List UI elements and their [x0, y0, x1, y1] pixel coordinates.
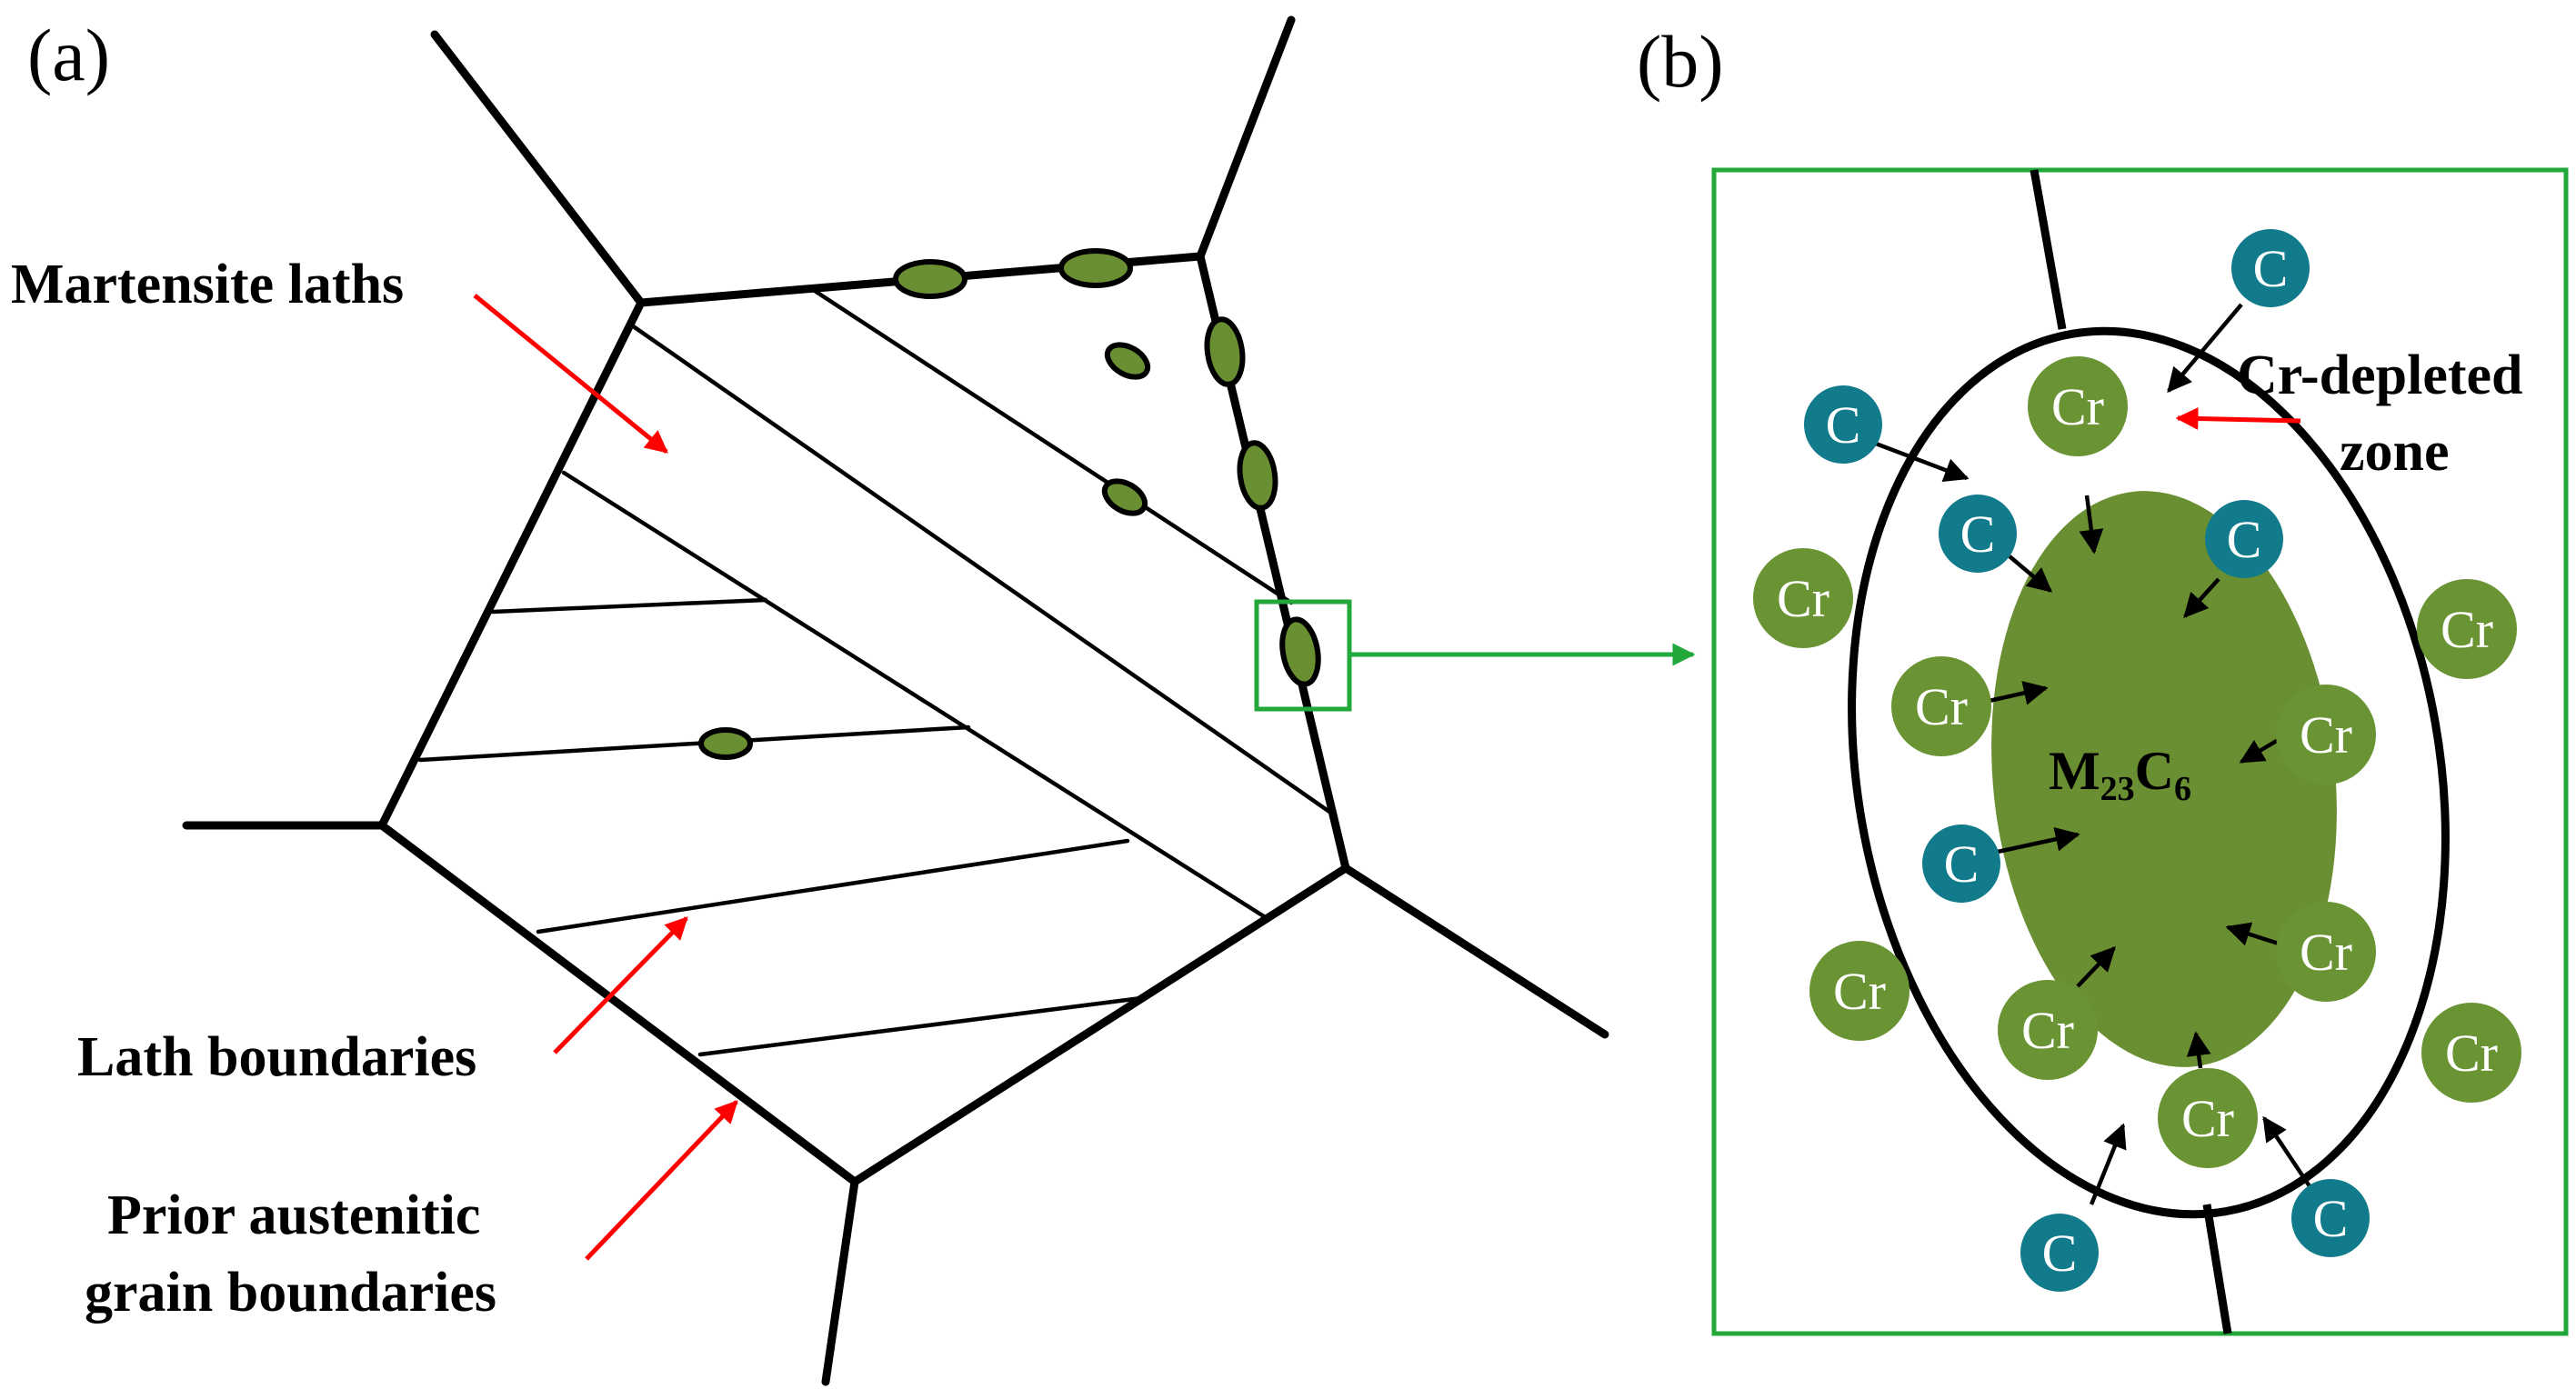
diffusion-arrow	[1984, 826, 2080, 857]
lath-boundary	[629, 323, 1335, 816]
svg-text:C: C	[2227, 510, 2262, 569]
carbide-formula-c: C	[2135, 741, 2174, 801]
diffusion-arrow	[2183, 577, 2220, 619]
c-atoms: C C C C C C C	[1804, 229, 2370, 1292]
svg-text:Cr: Cr	[2021, 1001, 2074, 1060]
cr-atom: Cr	[1998, 980, 2098, 1080]
carbide-particle	[893, 259, 967, 299]
diffusion-arrow	[2079, 495, 2104, 555]
svg-text:C: C	[2042, 1224, 2078, 1283]
carbide-formula-sub1: 23	[2100, 770, 2135, 808]
diffusion-arrow	[2008, 555, 2053, 593]
c-atom: C	[2020, 1214, 2099, 1292]
grain-boundary-branch	[821, 1177, 859, 1386]
martensite-laths-label: Martensite laths	[11, 254, 404, 315]
panel-b: (b) M23C6 Cr Cr	[1637, 20, 2569, 1336]
panel-a: (a)	[11, 14, 1696, 1386]
cr-atoms: Cr Cr Cr Cr Cr Cr Cr Cr Cr Cr	[1753, 356, 2521, 1168]
prior-austenitic-label-line1: Prior austenitic	[107, 1184, 480, 1246]
lath-boundary	[697, 995, 1144, 1057]
carbide-formula-m: M	[2049, 741, 2100, 801]
martensite-laths-arrow	[473, 294, 668, 454]
diffusion-arrow	[2167, 303, 2243, 394]
cr-depleted-zone-outline	[1848, 326, 2450, 1219]
c-atom: C	[2291, 1179, 2370, 1257]
carbide-particle	[1058, 248, 1133, 288]
cr-depleted-arrow	[2175, 407, 2301, 430]
svg-text:C: C	[2313, 1189, 2349, 1248]
carbide-particle	[1101, 478, 1148, 516]
diffusion-arrow	[1875, 441, 1970, 482]
prior-austenitic-label-line2: grain boundaries	[85, 1262, 496, 1324]
lath-boundary	[490, 597, 768, 615]
diffusion-arrows	[1875, 303, 2311, 1205]
svg-text:Cr: Cr	[2300, 705, 2352, 764]
cr-atom: Cr	[2417, 579, 2517, 679]
c-atom: C	[2231, 229, 2310, 307]
svg-text:C: C	[1826, 395, 1861, 455]
lath-boundary	[809, 286, 1294, 605]
c-atom: C	[1939, 495, 2017, 573]
diffusion-arrow	[2262, 1115, 2311, 1188]
diffusion-arrow	[2225, 922, 2285, 948]
cr-atom: Cr	[1809, 941, 1909, 1041]
lath-boundary	[417, 724, 971, 763]
grain-boundary-branch	[1196, 15, 1296, 261]
carbide-formula: M23C6	[2049, 741, 2191, 808]
cr-depleted-label-line1: Cr-depleted	[2237, 345, 2523, 406]
lath-boundary	[561, 470, 1269, 921]
diffusion-arrow	[2089, 1123, 2127, 1205]
svg-text:Cr: Cr	[1777, 569, 1829, 628]
carbide-particle	[698, 727, 753, 760]
carbide-particle	[1104, 342, 1151, 380]
magnified-view-frame	[1711, 167, 2569, 1336]
svg-text:Cr: Cr	[2441, 600, 2493, 659]
cr-depleted-label-line2: zone	[2340, 421, 2450, 483]
cr-atom: Cr	[1891, 656, 1991, 756]
prior-austenitic-grain-boundaries	[182, 15, 1609, 1386]
cr-atom: Cr	[2421, 1003, 2521, 1103]
svg-text:C: C	[1960, 505, 1996, 564]
svg-text:Cr: Cr	[1915, 677, 1968, 736]
carbide-particle	[1204, 316, 1246, 387]
c-atom: C	[1804, 385, 1882, 464]
grain-boundary-segment	[2030, 169, 2067, 330]
c-atom: C	[2205, 500, 2283, 578]
svg-text:C: C	[1944, 834, 1980, 894]
svg-text:Cr: Cr	[1833, 962, 1886, 1021]
lath-boundaries-label: Lath boundaries	[77, 1026, 476, 1088]
cr-atom: Cr	[2028, 356, 2128, 456]
lath-boundaries-arrow	[553, 916, 688, 1054]
grain-polygon	[377, 252, 1350, 1186]
diffusion-arrow	[2076, 946, 2116, 988]
grain-boundary-branch	[430, 30, 646, 307]
panel-b-label: (b)	[1637, 20, 1724, 103]
grain-boundary-segment	[2202, 1204, 2232, 1334]
cr-atom: Cr	[2276, 902, 2376, 1002]
svg-text:Cr: Cr	[2445, 1024, 2498, 1083]
c-atom: C	[1922, 824, 2000, 903]
diffusion-arrow	[2186, 1031, 2211, 1069]
cr-atom: Cr	[2158, 1068, 2258, 1168]
grain-boundary-branch	[1341, 864, 1609, 1039]
svg-text:Cr: Cr	[2181, 1089, 2234, 1148]
carbide-formula-sub2: 6	[2174, 770, 2191, 808]
svg-text:Cr: Cr	[2051, 377, 2104, 436]
carbide-particle	[1279, 616, 1321, 687]
cr-atom: Cr	[1753, 548, 1853, 648]
carbide-precipitates	[698, 248, 1321, 760]
diffusion-arrow	[1984, 681, 2049, 705]
svg-text:C: C	[2253, 239, 2289, 298]
lath-boundaries	[417, 286, 1335, 1057]
prior-austenitic-arrow	[585, 1100, 738, 1261]
lath-boundary	[536, 838, 1130, 934]
svg-text:Cr: Cr	[2300, 923, 2352, 982]
panel-a-label: (a)	[27, 14, 110, 96]
carbide-particle	[1237, 440, 1278, 511]
cr-atom: Cr	[2276, 685, 2376, 784]
